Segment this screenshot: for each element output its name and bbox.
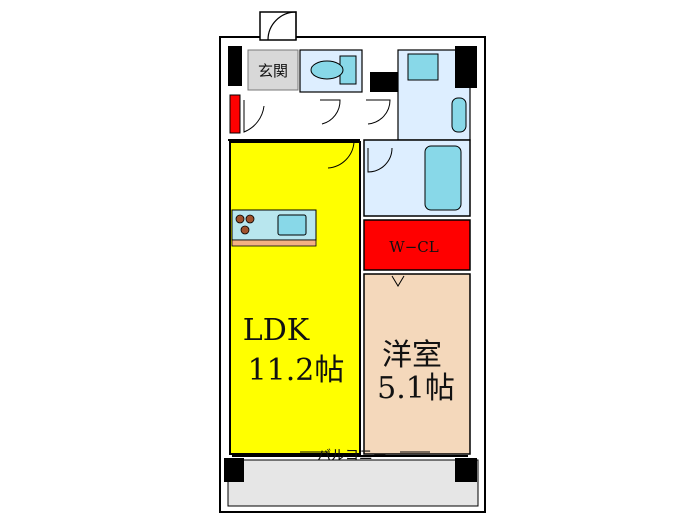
pillar-bottom-right — [455, 458, 477, 482]
hall-door-swing-3 — [366, 99, 391, 125]
stove-burner-icon — [245, 214, 255, 224]
shoe-cabinet — [229, 94, 241, 134]
balcony-label: バルコニー — [317, 448, 387, 464]
pillar-top-right — [455, 46, 477, 88]
toilet-room — [299, 49, 363, 93]
stove-burner-icon — [235, 214, 245, 224]
kitchen-sink-icon — [277, 214, 307, 236]
pillar-top-left — [228, 46, 242, 86]
ldk-door-swing — [326, 141, 355, 169]
kitchen-cabinet — [231, 239, 317, 247]
ldk-room — [229, 141, 361, 455]
western-room — [363, 273, 471, 455]
ldk-name: LDK — [243, 313, 310, 348]
ldk-size: 11.2帖 — [248, 353, 345, 388]
genkan-label: 玄関 — [258, 62, 288, 80]
western-size: 5.1帖 — [377, 371, 455, 406]
entrance-door — [259, 11, 297, 41]
walk-in-closet — [363, 219, 471, 271]
genkan-area — [247, 49, 299, 91]
bathroom — [363, 139, 471, 217]
hall-door-swing-1 — [243, 100, 265, 133]
bathtub-icon — [424, 145, 462, 211]
washing-machine-icon — [407, 53, 439, 81]
toilet-bowl — [310, 60, 344, 80]
western-name: 洋室 — [382, 338, 442, 373]
pillar-bottom-left — [224, 458, 244, 482]
sink-icon — [451, 97, 467, 133]
closet-door-mark — [391, 275, 405, 287]
closet-label: W−CL — [389, 238, 438, 256]
balcony-area — [227, 459, 479, 507]
pipe-shaft — [370, 72, 398, 92]
stove-burner-icon — [240, 225, 250, 235]
hall-door-swing-2 — [320, 99, 341, 125]
bath-door-swing — [367, 147, 393, 173]
kitchen-counter — [231, 209, 317, 247]
